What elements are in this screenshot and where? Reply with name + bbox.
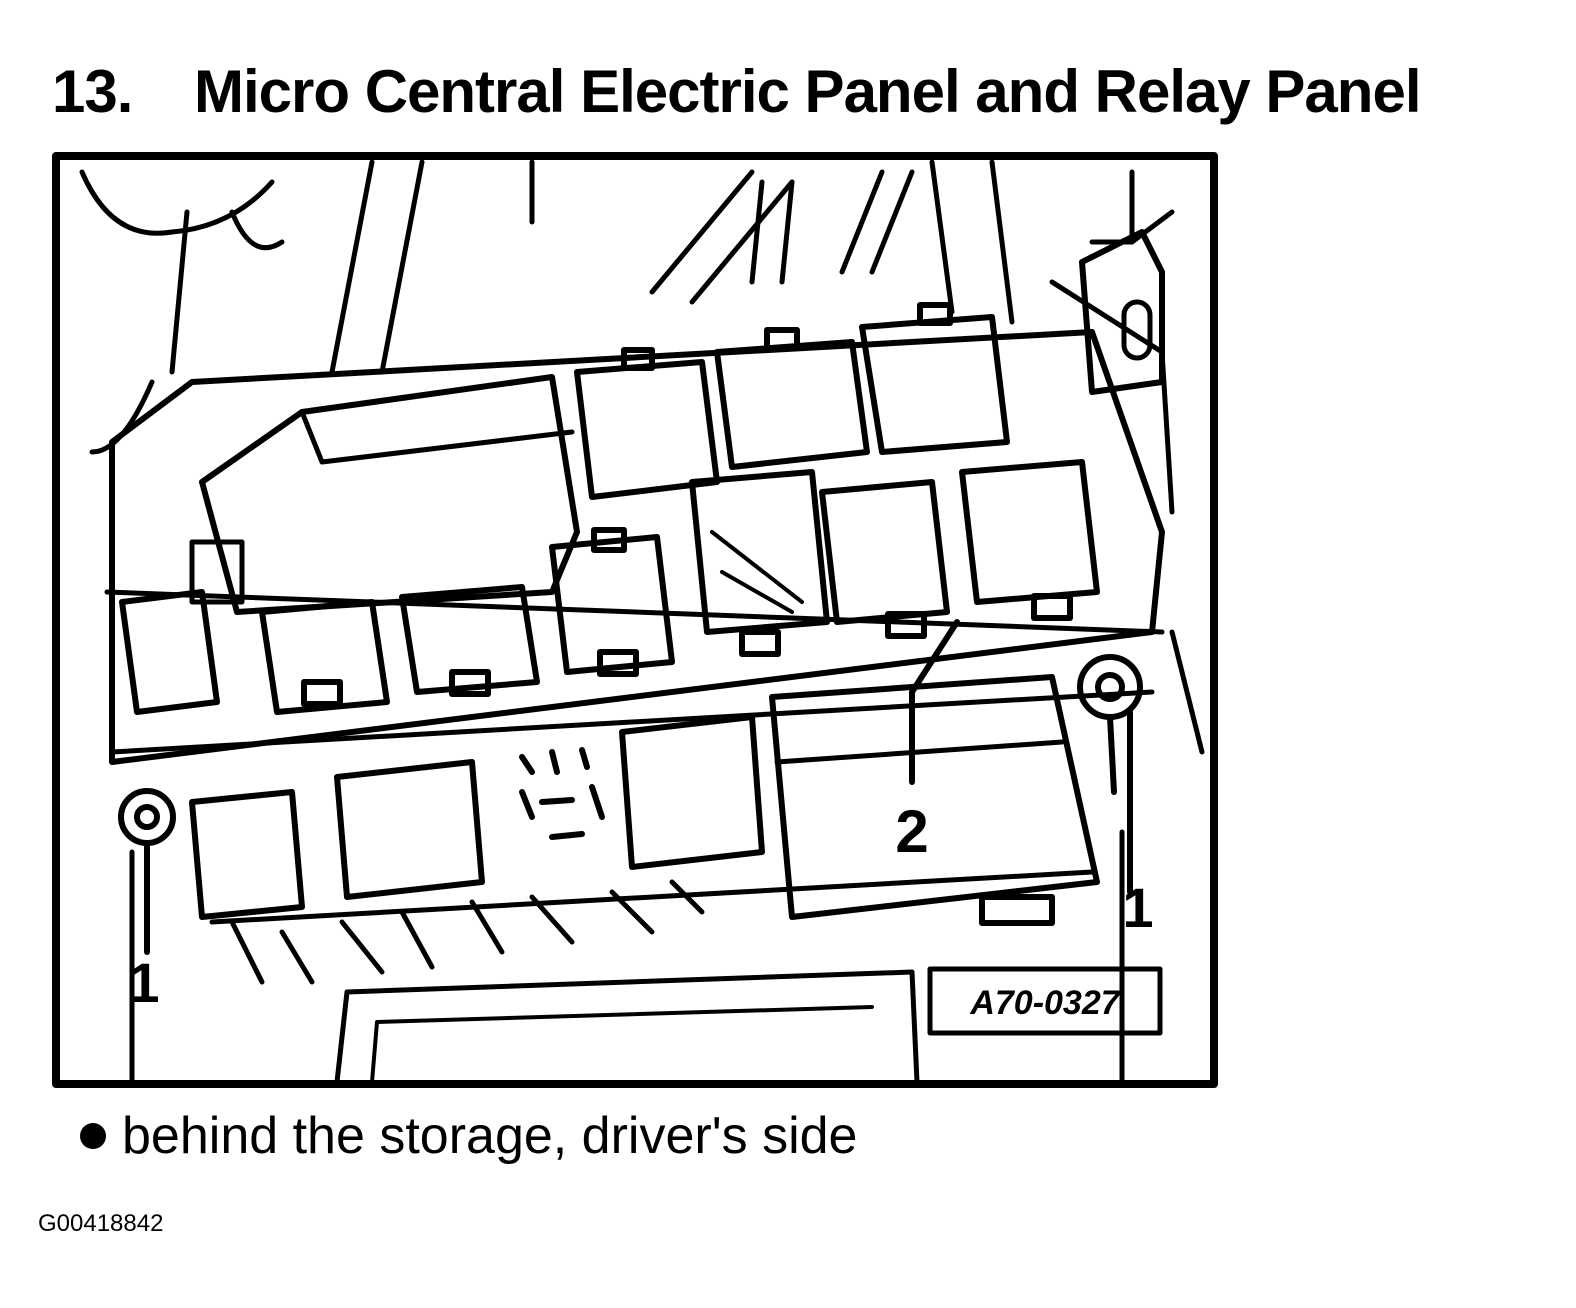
bullet-icon <box>80 1123 106 1149</box>
location-note: behind the storage, driver's side <box>80 1110 857 1162</box>
fuse-strip <box>189 714 1095 985</box>
large-relay <box>199 374 580 615</box>
section-number: 13. <box>52 58 133 125</box>
panel-illustration: 1 1 2 A70-0327 <box>52 152 1222 1092</box>
section-title: Micro Central Electric Panel and Relay P… <box>194 58 1421 125</box>
figure-code-box <box>927 966 1163 1036</box>
leader-line-relay-panel <box>909 619 960 785</box>
wiring-harness <box>79 159 1205 1085</box>
image-code: G00418842 <box>38 1210 164 1237</box>
callout-label-relay-panel: 2 <box>895 798 928 865</box>
relay-panel <box>769 674 1100 920</box>
mounting-screw-right <box>1077 654 1143 795</box>
figure-frame <box>52 152 1218 1088</box>
figure-code: A70-0327 <box>969 984 1121 1022</box>
relay-row-lower <box>119 527 1073 715</box>
mounting-bracket <box>1079 229 1165 395</box>
callout-label-right-mount: 1 <box>1122 876 1153 939</box>
page-title: 13.Micro Central Electric Panel and Rela… <box>52 62 1421 122</box>
callout-label-left-mount: 1 <box>128 951 159 1014</box>
storage-compartment-outline <box>334 969 920 1085</box>
mounting-screw-left <box>118 788 176 846</box>
electric-panel-body <box>109 329 1165 765</box>
location-note-text: behind the storage, driver's side <box>122 1107 858 1165</box>
relay-row-upper <box>574 302 1100 635</box>
